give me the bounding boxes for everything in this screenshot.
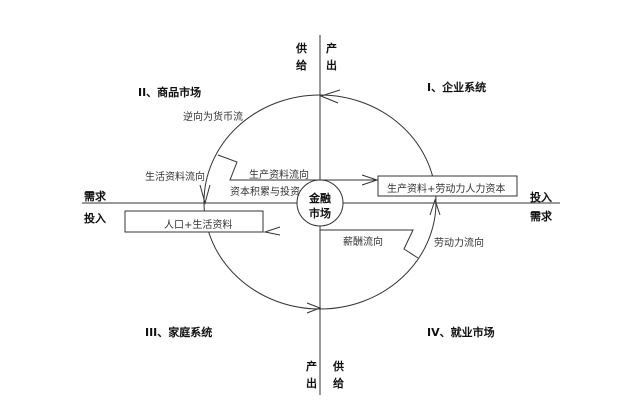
household-box bbox=[124, 210, 264, 233]
salary-label: 薪酬流向 bbox=[343, 237, 383, 248]
salary-arrow bbox=[320, 229, 419, 259]
center-label-line1: 金融 bbox=[309, 192, 331, 205]
arrow-head-top bbox=[319, 89, 341, 104]
consumer-goods-label: 生活资料流向 bbox=[145, 172, 205, 183]
financial-market-circle bbox=[296, 179, 344, 227]
money-flow-label: 逆向为货币流 bbox=[183, 112, 243, 123]
salary-arrow-head bbox=[263, 226, 281, 236]
axis-label-left-bottom: 投入 bbox=[84, 212, 106, 225]
capital-label: 资本积累与投资 bbox=[230, 187, 300, 198]
axis-label-left-top: 需求 bbox=[84, 190, 106, 203]
center-label-line2: 市场 bbox=[309, 207, 331, 220]
quadrant-4-label: IV、就业市场 bbox=[427, 326, 495, 339]
axis-label-bottom-right: 供给 bbox=[333, 360, 344, 390]
arrow-head-left bbox=[199, 184, 211, 205]
axis-label-top-left: 供给 bbox=[296, 42, 307, 72]
production-goods-label: 生产资料流向 bbox=[249, 170, 309, 181]
axis-label-right-bottom: 需求 bbox=[530, 210, 552, 223]
axis-label-bottom-left: 产出 bbox=[306, 360, 317, 390]
household-box-label: 人口+生活资料 bbox=[164, 220, 233, 231]
quadrant-3-label: III、家庭系统 bbox=[145, 326, 213, 339]
firm-box bbox=[377, 175, 518, 197]
quadrant-2-label: II、商品市场 bbox=[138, 86, 202, 99]
axis-label-right-top: 投入 bbox=[530, 191, 552, 204]
production-arrow-head bbox=[361, 174, 379, 186]
firm-box-label: 生产资料+劳动力人力资本 bbox=[387, 184, 506, 195]
arrow-head-right bbox=[429, 198, 441, 216]
labor-label: 劳动力流向 bbox=[434, 238, 484, 249]
quadrant-1-label: I、企业系统 bbox=[427, 81, 487, 94]
production-goods-arrow bbox=[217, 154, 378, 181]
arrow-head-bottom bbox=[306, 302, 322, 314]
axis-label-top-right: 产出 bbox=[326, 42, 337, 72]
